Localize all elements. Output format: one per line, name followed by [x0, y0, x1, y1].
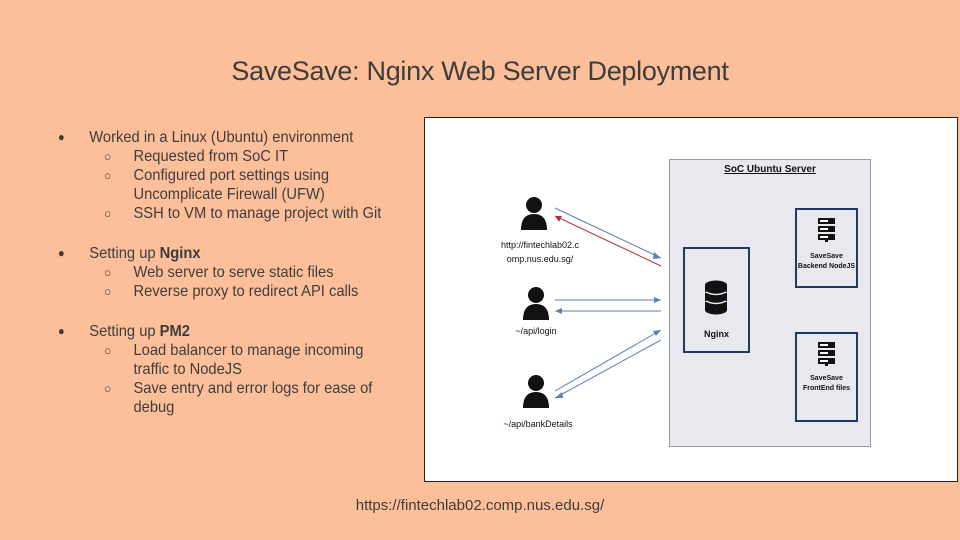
sub-bullet-soc-it: Requested from SoC IT	[58, 147, 389, 166]
server-icon	[818, 218, 835, 242]
nginx-label: Nginx	[703, 329, 729, 339]
user-icon	[523, 375, 549, 408]
arrow-user3-in	[554, 329, 662, 392]
arrowhead-1	[653, 252, 661, 259]
server-title: SoC Ubuntu Server	[724, 164, 816, 175]
user-icon	[521, 197, 547, 230]
arrowhead-6	[555, 392, 563, 398]
frontend-node: SaveSave FrontEnd files	[795, 332, 858, 422]
footer-url: https://fintechlab02.comp.nus.edu.sg/	[355, 497, 605, 514]
backend-label: SaveSave Backend NodeJS	[797, 253, 856, 270]
nginx-node: Nginx	[683, 247, 750, 353]
bullet-pm2-bold: PM2	[159, 323, 190, 340]
architecture-diagram: http://fintechlab02.c omp.nus.edu.sg/ ~/…	[424, 117, 958, 482]
user3-api-label: ~/api/bankDetails	[503, 419, 573, 429]
user-icon	[523, 287, 549, 320]
arrow-user1-out	[554, 215, 662, 267]
bullet-linux: Worked in a Linux (Ubuntu) environment	[58, 128, 389, 147]
bullet-nginx-prefix: Setting up	[89, 245, 160, 262]
server-box: SoC Ubuntu Server Nginx	[669, 159, 871, 447]
arrow-user1-in	[554, 207, 662, 259]
bullet-nginx-bold: Nginx	[159, 245, 201, 262]
bullet-list: Worked in a Linux (Ubuntu) environment R…	[58, 128, 389, 417]
bullet-nginx: Setting up Nginx	[58, 244, 389, 263]
arrow-user3-out	[554, 339, 662, 399]
sub-bullet-ssh: SSH to VM to manage project with Git	[58, 204, 389, 223]
user1-label-line2: omp.nus.edu.sg/	[506, 254, 574, 264]
user2-api-label: ~/api/login	[515, 326, 557, 336]
slide-title: SaveSave: Nginx Web Server Deployment	[231, 56, 729, 86]
bullet-pm2-prefix: Setting up	[89, 323, 160, 340]
arrowhead-3	[654, 297, 661, 303]
backend-node: SaveSave Backend NodeJS	[795, 208, 858, 288]
sub-bullet-web-server: Web server to serve static files	[58, 263, 389, 282]
bullet-pm2: Setting up PM2	[58, 322, 389, 341]
sub-bullet-reverse-proxy: Reverse proxy to redirect API calls	[58, 282, 389, 301]
frontend-label: SaveSave FrontEnd files	[802, 375, 851, 392]
database-icon	[705, 280, 727, 315]
arrowhead-2	[555, 216, 562, 222]
sub-bullet-ufw: Configured port settings using Uncomplic…	[58, 166, 389, 204]
arrowhead-5	[653, 330, 661, 336]
sub-bullet-logs: Save entry and error logs for ease of de…	[58, 379, 389, 417]
arrowhead-4	[555, 308, 562, 314]
user1-url-label: http://fintechlab02.c omp.nus.edu.sg/	[485, 238, 595, 266]
sub-bullet-load-balancer: Load balancer to manage incoming traffic…	[58, 341, 389, 379]
user1-label-line1: http://fintechlab02.c	[500, 240, 580, 250]
server-icon	[818, 342, 835, 366]
